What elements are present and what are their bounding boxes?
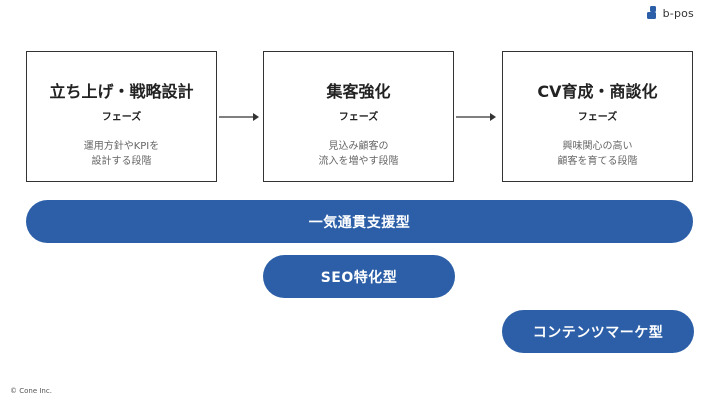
- phase-description-line: 設計する段階: [91, 156, 152, 167]
- support-bar-seo: SEO特化型: [263, 255, 455, 298]
- phase-description-line: 運用方針やKPIを: [83, 141, 160, 152]
- phase-description: 興味関心の高い 顧客を育てる段階: [503, 139, 692, 169]
- b-pos-logo-icon: [646, 6, 656, 19]
- phase-title: 集客強化: [326, 82, 391, 101]
- phase-card-acquisition: 集客強化 フェーズ 見込み顧客の 流入を増やす段階: [263, 51, 454, 182]
- phase-card-strategy: 立ち上げ・戦略設計 フェーズ 運用方針やKPIを 設計する段階: [26, 51, 217, 182]
- support-bar-label: 一気通貫支援型: [308, 214, 411, 231]
- copyright-text: © Cone Inc.: [10, 387, 52, 395]
- support-bar-label: コンテンツマーケ型: [532, 324, 664, 341]
- brand-logo: b-pos: [646, 6, 694, 20]
- phase-card-conversion: CV育成・商談化 フェーズ 興味関心の高い 顧客を育てる段階: [502, 51, 693, 182]
- phase-description: 見込み顧客の 流入を増やす段階: [264, 139, 453, 169]
- phase-subtitle: フェーズ: [338, 112, 379, 123]
- phase-subtitle: フェーズ: [577, 112, 618, 123]
- support-bar-end-to-end: 一気通貫支援型: [26, 200, 693, 243]
- phase-title: 立ち上げ・戦略設計: [49, 82, 194, 101]
- phase-description: 運用方針やKPIを 設計する段階: [27, 139, 216, 169]
- phase-title: CV育成・商談化: [537, 82, 658, 101]
- phase-description-line: 見込み顧客の: [328, 141, 389, 152]
- phase-description-line: 流入を増やす段階: [318, 156, 399, 167]
- logo-text: b-pos: [662, 6, 694, 20]
- phase-description-line: 顧客を育てる段階: [557, 156, 638, 167]
- phase-subtitle: フェーズ: [101, 112, 142, 123]
- arrow-right-icon: [219, 113, 259, 121]
- support-bar-label: SEO特化型: [320, 269, 398, 286]
- arrow-right-icon: [456, 113, 496, 121]
- support-bar-content-marketing: コンテンツマーケ型: [502, 310, 694, 353]
- phase-description-line: 興味関心の高い: [562, 141, 633, 152]
